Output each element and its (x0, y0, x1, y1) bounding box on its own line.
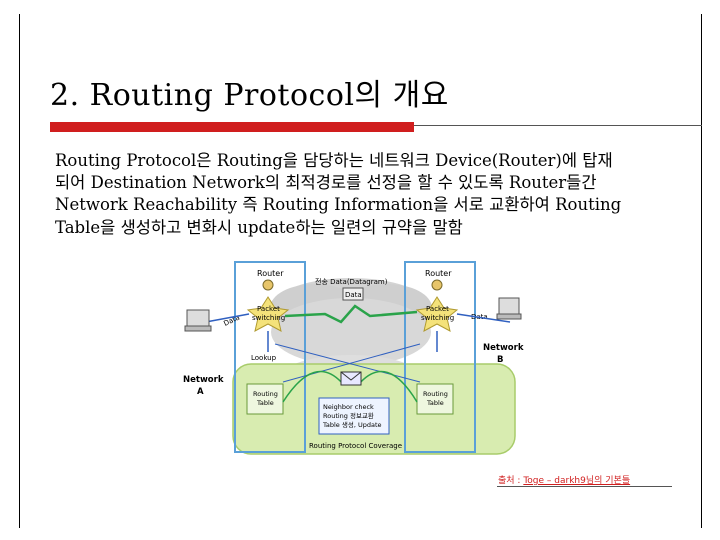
network-a-line1: Network (183, 375, 224, 385)
data-transfer-arrow (284, 304, 418, 324)
packet-switching-left-line2: switching (252, 314, 285, 322)
source-credit: 출처 : Toge – darkh9님의 기본틀 (498, 473, 630, 486)
router-left-box (234, 261, 306, 453)
packet-switching-right-line2: switching (421, 314, 454, 322)
data-center-envelope (342, 287, 364, 301)
slide-frame-right (701, 14, 702, 528)
body-line: Table을 생성하고 변화시 update하는 일련의 규약을 말함 (55, 217, 463, 237)
source-link[interactable]: Toge – darkh9님의 기본틀 (523, 476, 631, 486)
network-a-line2: A (197, 387, 204, 397)
network-b-line2: B (497, 355, 503, 365)
routing-table-left-line1: Routing (253, 390, 278, 398)
router-right-icon (431, 279, 443, 291)
source-prefix: 출처 : (498, 476, 524, 486)
neighbor-note-box (318, 397, 390, 435)
title-accent-bar (50, 122, 414, 132)
mail-envelope-icon (340, 371, 362, 386)
routing-table-left-line2: Table (256, 399, 274, 407)
router-right-label: Router (425, 269, 452, 278)
packet-switching-left-star (246, 296, 290, 332)
lookup-label: Lookup (251, 354, 277, 362)
packet-switching-right-star (415, 296, 459, 332)
neighbor-note-line1: Neighbor check (323, 403, 374, 411)
coverage-label: Routing Protocol Coverage (309, 442, 402, 450)
transfer-label: 전송 Data(Datagram) (315, 277, 388, 286)
routing-diagram: Router Router Packet switching Packet sw… (165, 252, 537, 462)
computer-a-icon (184, 309, 212, 332)
mail-envelope-flap (340, 371, 362, 381)
neighbor-note-line3: Table 생성, Update (322, 420, 382, 429)
body-line: 되어 Destination Network의 최적경로를 선정을 할 수 있도… (55, 173, 597, 193)
routing-table-right-box (416, 383, 454, 415)
routing-table-right-line1: Routing (423, 390, 448, 398)
slide-body: Routing Protocol은 Routing을 담당하는 네트워크 Dev… (55, 150, 695, 239)
routing-table-right-line2: Table (426, 399, 444, 407)
exchange-arc-right (358, 370, 418, 403)
data-center-label: Data (345, 291, 362, 299)
exchange-arc-left (282, 370, 344, 403)
body-line: Routing Protocol은 Routing을 담당하는 네트워크 Dev… (55, 151, 613, 170)
router-left-label: Router (257, 269, 284, 278)
computer-b-icon (496, 297, 522, 320)
source-underline (497, 486, 672, 487)
neighbor-note-line2: Routing 정보교환 (323, 411, 374, 420)
body-line: Network Reachability 즉 Routing Informati… (55, 195, 622, 215)
packet-switching-right-line1: Packet (426, 305, 449, 313)
slide-title: 2. Routing Protocol의 개요 (50, 78, 449, 113)
slide-frame-left (19, 14, 20, 528)
link-network-b (456, 313, 511, 323)
router-right-box (404, 261, 476, 453)
link-cross-1 (274, 343, 421, 383)
network-b-line1: Network (483, 343, 524, 353)
routing-table-left-box (246, 383, 284, 415)
packet-switching-left-line1: Packet (257, 305, 280, 313)
router-left-icon (262, 279, 274, 291)
title-accent-line (414, 125, 702, 126)
